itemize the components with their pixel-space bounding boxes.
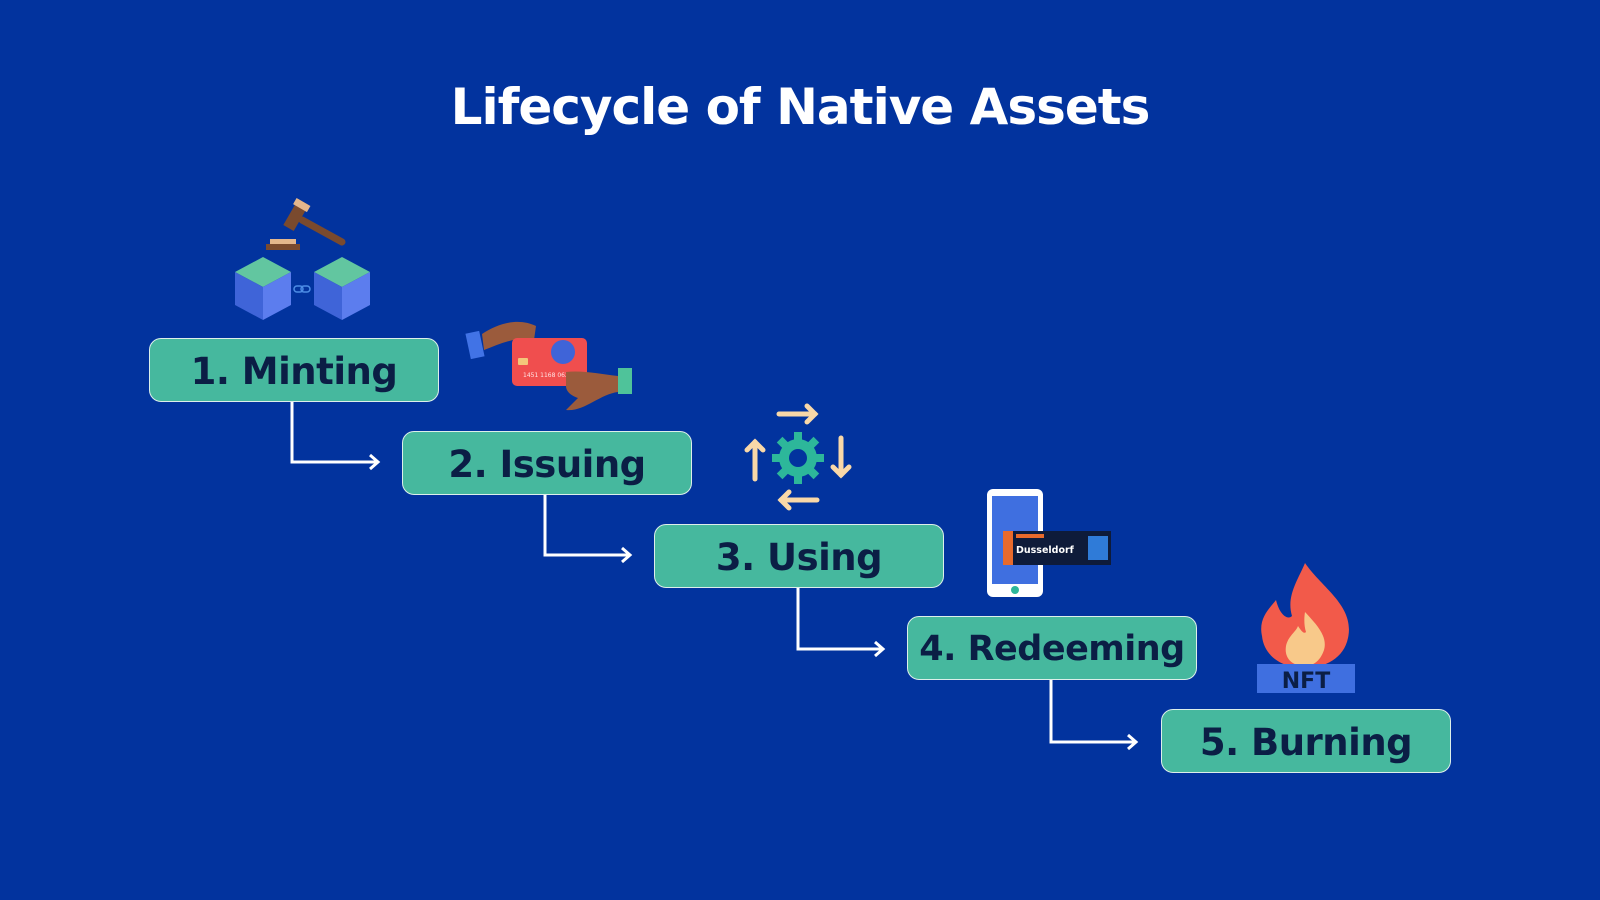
step-issuing: 2. Issuing bbox=[402, 431, 692, 495]
ticket-city: Dusseldorf bbox=[1016, 545, 1075, 556]
step-burning-label: 5. Burning bbox=[1199, 720, 1413, 764]
arrow-minting-issuing bbox=[290, 402, 376, 464]
step-minting: 1. Minting bbox=[149, 338, 439, 402]
connector-arrows bbox=[290, 402, 1139, 751]
card-handover-icon: 1451 1168 0627 4189 bbox=[465, 321, 632, 411]
diagram-title: Lifecycle of Native Assets bbox=[450, 78, 1151, 136]
step-redeeming: 4. Redeeming bbox=[907, 616, 1197, 680]
gear-cycle-icon bbox=[744, 403, 852, 511]
nft-flame-icon: NFT bbox=[1257, 563, 1355, 694]
arrow-redeeming-burning bbox=[1049, 680, 1134, 744]
step-redeeming-label: 4. Redeeming bbox=[919, 629, 1185, 669]
arrow-using-redeeming bbox=[796, 588, 881, 651]
phone-ticket-icon: Dusseldorf bbox=[987, 489, 1111, 597]
step-minting-label: 1. Minting bbox=[190, 349, 398, 393]
card-number: 1451 1168 0627 4189 bbox=[523, 372, 590, 379]
step-using: 3. Using bbox=[654, 524, 944, 588]
step-issuing-label: 2. Issuing bbox=[448, 442, 646, 486]
step-using-label: 3. Using bbox=[715, 535, 883, 579]
step-burning: 5. Burning bbox=[1161, 709, 1451, 773]
arrow-issuing-using bbox=[543, 495, 628, 557]
nft-label: NFT bbox=[1282, 669, 1330, 694]
gavel-blocks-icon bbox=[235, 198, 370, 320]
